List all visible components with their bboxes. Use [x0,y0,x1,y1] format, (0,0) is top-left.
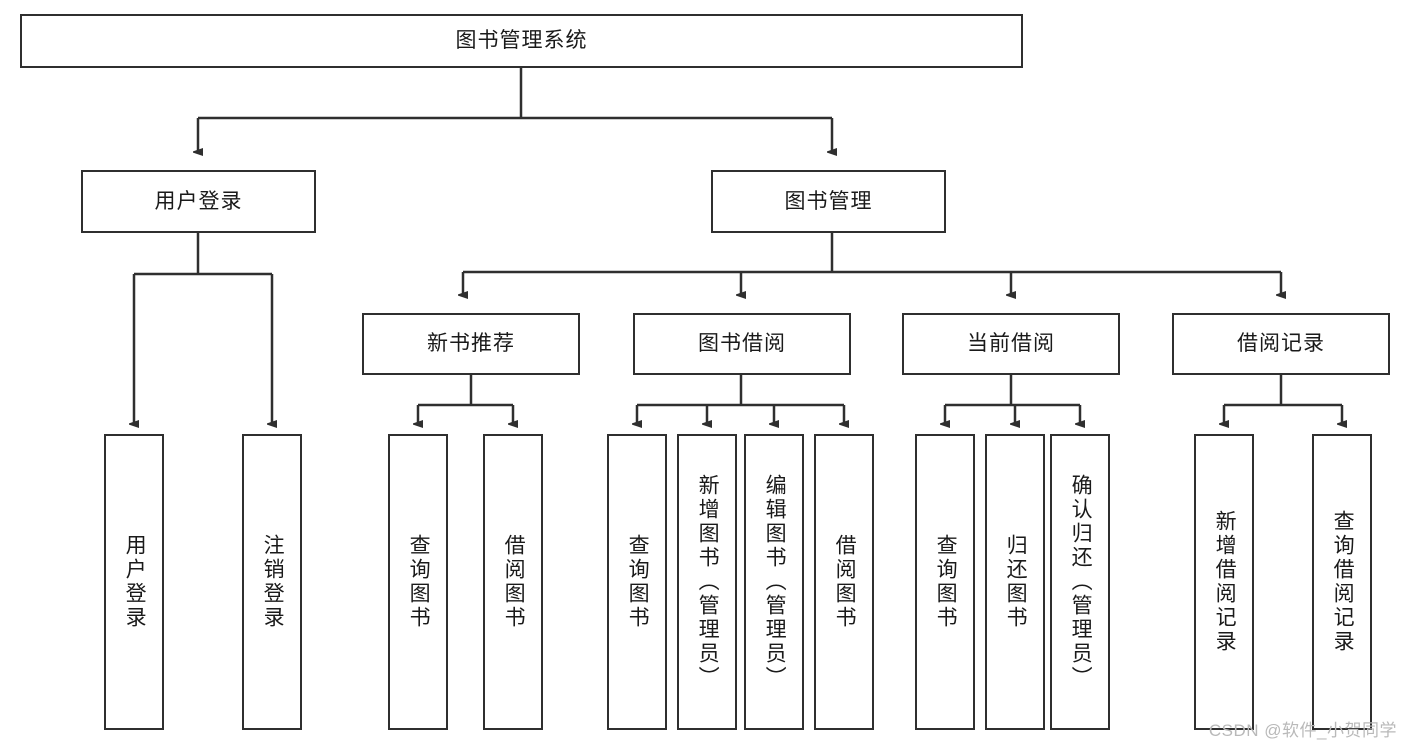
node-leaf-borrow-book-1[interactable]: 借阅图书 [483,434,543,730]
node-leaf-query-book-2[interactable]: 查询图书 [607,434,667,730]
node-leaf-query-book-3[interactable]: 查询图书 [915,434,975,730]
node-current-borrow-label: 当前借阅 [967,332,1055,356]
node-leaf-query-record[interactable]: 查询借阅记录 [1312,434,1372,730]
node-leaf-return-book-label: 归还图书 [1004,534,1028,630]
node-leaf-confirm-return[interactable]: 确认归还（管理员） [1050,434,1110,730]
node-user-login[interactable]: 用户登录 [81,170,316,233]
node-leaf-borrow-book-1-label: 借阅图书 [502,534,526,630]
node-new-book-rec[interactable]: 新书推荐 [362,313,580,375]
node-leaf-add-record[interactable]: 新增借阅记录 [1194,434,1254,730]
node-leaf-query-book-1[interactable]: 查询图书 [388,434,448,730]
node-leaf-confirm-return-label: 确认归还（管理员） [1069,474,1093,690]
node-root-label: 图书管理系统 [455,29,588,53]
node-leaf-return-book[interactable]: 归还图书 [985,434,1045,730]
node-leaf-user-login[interactable]: 用户登录 [104,434,164,730]
node-leaf-query-book-2-label: 查询图书 [626,534,650,630]
node-book-manage-label: 图书管理 [784,189,873,213]
node-book-borrow-label: 图书借阅 [698,332,786,356]
node-book-manage[interactable]: 图书管理 [711,170,946,233]
node-leaf-edit-book[interactable]: 编辑图书（管理员） [744,434,804,730]
node-leaf-query-book-3-label: 查询图书 [934,534,958,630]
node-new-book-rec-label: 新书推荐 [427,332,515,356]
node-leaf-borrow-book-2-label: 借阅图书 [833,534,857,630]
node-borrow-record-label: 借阅记录 [1237,332,1325,356]
node-leaf-user-logout-label: 注销登录 [261,534,285,630]
node-leaf-add-book[interactable]: 新增图书（管理员） [677,434,737,730]
node-leaf-add-record-label: 新增借阅记录 [1213,510,1237,654]
node-user-login-label: 用户登录 [154,189,243,213]
node-leaf-edit-book-label: 编辑图书（管理员） [763,474,787,690]
node-leaf-user-login-label: 用户登录 [123,534,147,630]
node-current-borrow[interactable]: 当前借阅 [902,313,1120,375]
node-leaf-query-book-1-label: 查询图书 [407,534,431,630]
node-leaf-user-logout[interactable]: 注销登录 [242,434,302,730]
node-leaf-add-book-label: 新增图书（管理员） [696,474,720,690]
node-leaf-query-record-label: 查询借阅记录 [1331,510,1355,654]
watermark-text: CSDN @软件_小贺同学 [1208,721,1397,740]
node-borrow-record[interactable]: 借阅记录 [1172,313,1390,375]
node-leaf-borrow-book-2[interactable]: 借阅图书 [814,434,874,730]
node-root[interactable]: 图书管理系统 [20,14,1023,68]
node-book-borrow[interactable]: 图书借阅 [633,313,851,375]
